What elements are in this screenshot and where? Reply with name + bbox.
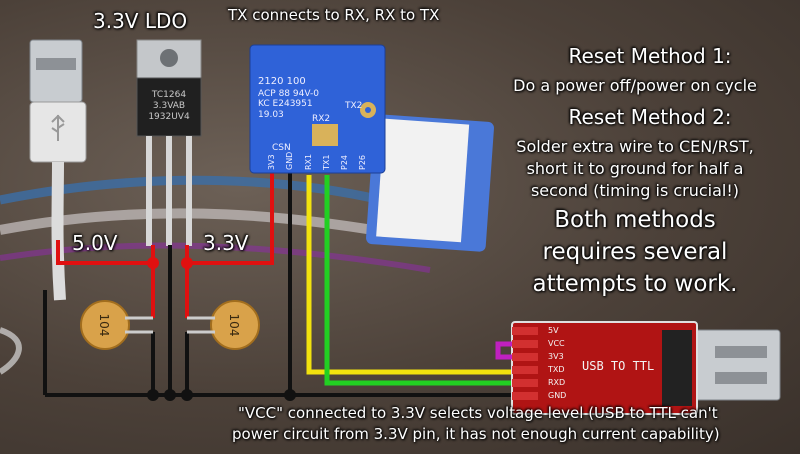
module-csn: CSN xyxy=(272,143,291,153)
usb-ttl-label: USB TO TTL xyxy=(582,359,654,373)
vcc-note-line-1: "VCC" connected to 3.3V selects voltage … xyxy=(238,404,718,422)
both-methods-line-2: requires several xyxy=(542,239,728,265)
reset1-desc: Do a power off/power on cycle xyxy=(513,76,757,95)
reset2-line-3: second (timing is crucial!) xyxy=(530,181,740,200)
usb-a-connector-icon xyxy=(29,39,87,301)
module-pin-label: TX1 xyxy=(322,155,331,171)
ldo-chip-text-2: 3.3VAB xyxy=(153,101,185,111)
capacitor-value-2: 104 xyxy=(227,314,241,337)
voltage-5v-label: 5.0V xyxy=(72,231,118,255)
voltage-3v3-label: 3.3V xyxy=(203,231,249,255)
module-rx2: RX2 xyxy=(312,114,330,124)
module-pin-label: GND xyxy=(285,152,294,170)
both-methods-line-1: Both methods xyxy=(554,207,716,233)
module-pin-label: RX1 xyxy=(304,154,313,170)
usb-ttl-adapter-icon: USB TO TTL 5V VCC 3V3 TXD RXD GND xyxy=(495,321,781,415)
usb-ttl-pin-label: GND xyxy=(548,391,566,400)
usb-ttl-pin-label: VCC xyxy=(548,339,565,348)
module-text-2: KC E243951 xyxy=(258,99,313,109)
vcc-note-line-2: power circuit from 3.3V pin, it has not … xyxy=(232,425,720,443)
wifi-module-icon: 2120 100 ACP 88 94V-0 KC E243951 19.03 T… xyxy=(249,44,386,174)
reset2-title: Reset Method 2: xyxy=(568,105,732,129)
black-junctions xyxy=(147,389,296,401)
ldo-chip-text-1: TC1264 xyxy=(151,90,186,100)
ldo-label: 3.3V LDO xyxy=(93,9,188,33)
module-text-1: ACP 88 94V-0 xyxy=(258,89,319,99)
background-cable xyxy=(0,327,22,375)
both-methods-line-3: attempts to work. xyxy=(532,271,738,297)
ldo-chip-text-3: 1932UV4 xyxy=(148,112,190,122)
usb-ttl-pin-label: TXD xyxy=(547,365,565,374)
usb-ttl-pin-label: 3V3 xyxy=(548,352,564,361)
usb-ttl-pin-label: RXD xyxy=(548,378,565,387)
module-pin-label: 3V3 xyxy=(267,154,276,170)
module-pin-label: P24 xyxy=(340,155,349,170)
vcc-jumper xyxy=(495,341,512,360)
reset2-line-2: short it to ground for half a xyxy=(526,159,744,178)
capacitor-icon: 104 xyxy=(187,300,260,350)
module-tx2: TX2 xyxy=(344,101,362,111)
module-code: 2120 100 xyxy=(258,76,306,87)
rear-white-module xyxy=(366,114,494,252)
module-pin-label: P26 xyxy=(358,155,367,170)
capacitor-icon: 104 xyxy=(80,300,153,350)
tx-rx-note: TX connects to RX, RX to TX xyxy=(228,6,440,24)
capacitor-value-1: 104 xyxy=(97,314,111,337)
module-text-3: 19.03 xyxy=(258,110,284,120)
yellow-wire xyxy=(306,175,520,375)
red-junctions xyxy=(147,257,193,269)
usb-ttl-pin-label: 5V xyxy=(548,326,559,335)
ldo-regulator-icon: TC1264 3.3VAB 1932UV4 xyxy=(136,39,202,246)
green-wire xyxy=(324,175,520,386)
black-wires xyxy=(43,172,520,397)
reset1-title: Reset Method 1: xyxy=(568,44,732,68)
reset2-line-1: Solder extra wire to CEN/RST, xyxy=(516,137,754,156)
